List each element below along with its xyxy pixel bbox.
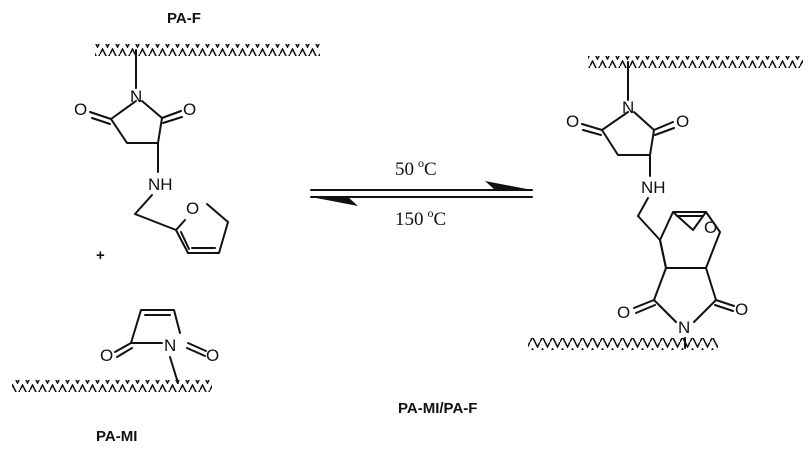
pa-mi-o-left: O [100,346,113,365]
product-nh-atom: NH [641,178,666,197]
product-o-top-right: O [676,112,689,131]
maleimide-ring [130,309,181,344]
furan-o-atom: O [186,199,199,218]
pa-mi-o-right: O [206,346,219,365]
pa-f-nh-atom: NH [148,175,173,194]
product-label: PA-MI/PA-F [398,400,477,417]
bridge-o-atom: O [704,218,717,237]
pa-mi-label: PA-MI [96,428,137,445]
pa-mi-molecule: N O O PA-MI [12,309,219,445]
product-molecule: N O O NH O N O O PA-MI/PA-F [398,56,803,417]
pa-f-label: PA-F [167,10,201,27]
product-n-atom-bottom: N [678,318,690,337]
furan-ring [175,203,229,254]
product-n-atom-top: N [622,98,634,117]
plus-sign: + [96,247,105,264]
product-backbone-top [588,56,803,68]
product-succinimide-fused [653,267,717,323]
pa-f-molecule: PA-F N O O NH O [74,10,320,254]
pa-f-o-right: O [183,100,196,119]
pa-f-backbone [95,44,320,56]
product-o-bottom-right: O [735,300,748,319]
pa-f-succinimide-ring [110,100,163,144]
product-succinimide-ring [601,111,655,156]
product-backbone-bottom [528,338,718,350]
product-o-bottom-left: O [617,303,630,322]
pa-mi-backbone [12,380,212,392]
product-o-top-left: O [566,112,579,131]
pa-f-o-left: O [74,100,87,119]
pa-mi-n-atom: N [164,336,176,355]
pa-f-n-atom: N [130,87,142,106]
